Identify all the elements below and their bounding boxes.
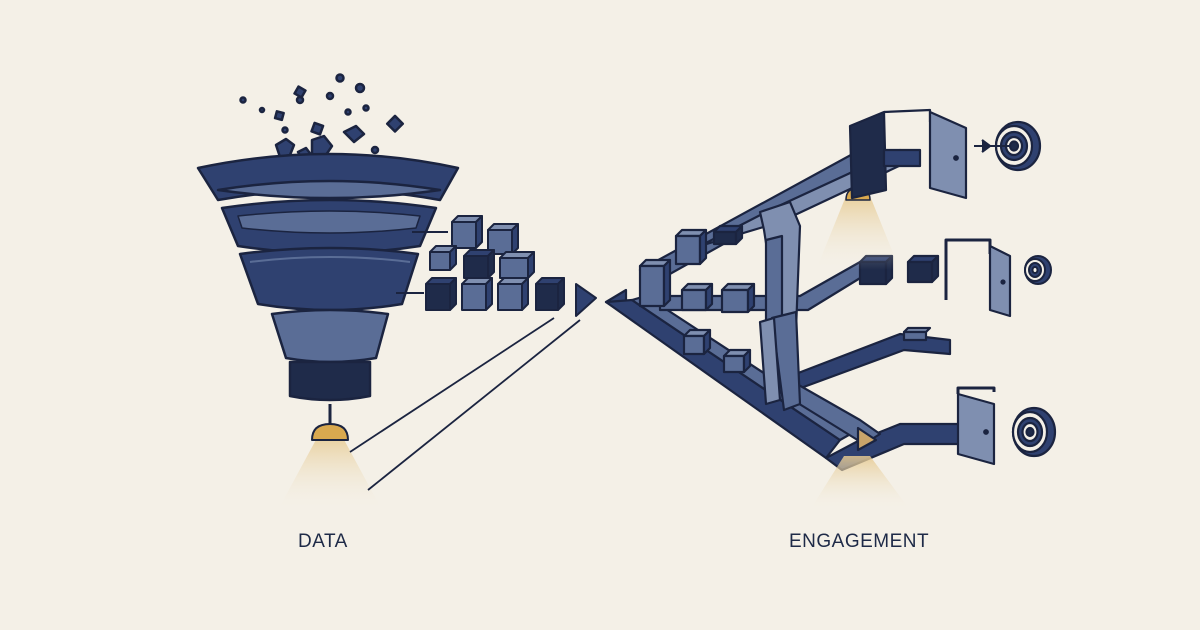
target-icon (1024, 255, 1052, 285)
funnel-icon (196, 73, 460, 510)
data-blocks-icon (396, 215, 597, 317)
engagement-label: ENGAGEMENT (789, 531, 930, 552)
target-icon (974, 120, 1042, 172)
branching-paths-icon (604, 108, 1012, 510)
block-grid (425, 215, 565, 311)
door-icon (848, 108, 968, 200)
door-icon (944, 238, 1012, 318)
door-icon (956, 386, 996, 466)
path-blocks (638, 224, 940, 374)
connector-lines (349, 317, 581, 491)
data-label: DATA (298, 531, 348, 552)
target-icon (1011, 406, 1057, 458)
